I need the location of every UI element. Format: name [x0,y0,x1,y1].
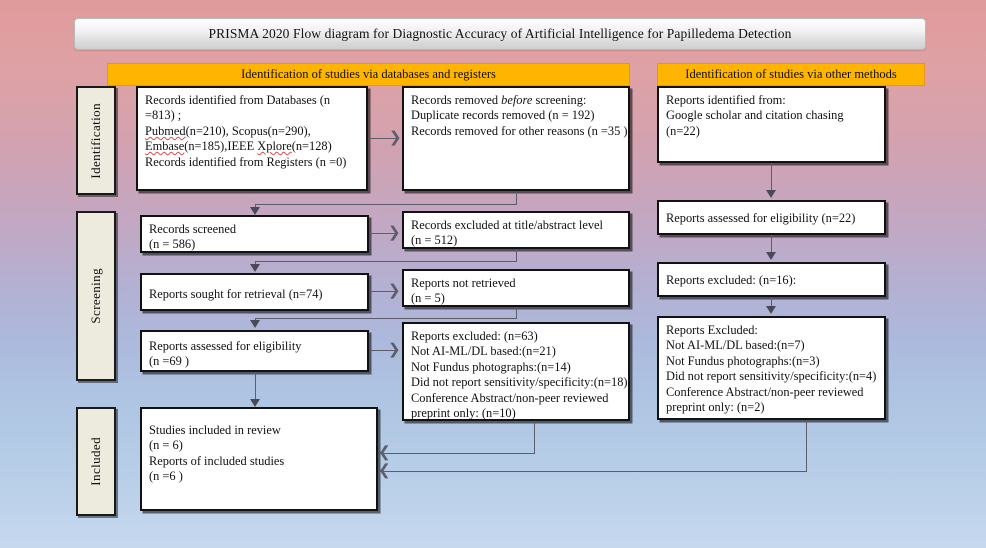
connector-exclbig-down [806,420,808,471]
section-header-databases: Identification of studies via databases … [107,63,630,86]
db-xplore-term: Xplore [257,139,292,154]
excl63-line-4: Did not report sensitivity/specificity:(… [411,375,628,390]
db-pubmed-term: Pubmed [145,123,186,138]
notretr-line-2: (n = 5) [411,291,445,306]
arrowhead-into-excl16 [766,252,776,260]
assessed-line-2: (n =69 ) [149,354,190,369]
connector-sought-to-notretr [370,291,396,293]
db-line-3: Pubmed(n=210), Scopus(n=290), [145,124,359,139]
included-line-4: (n =6 ) [149,469,183,484]
arrowhead-into-exclbig [766,306,776,314]
arrowhead-into-sought-retrieval [250,264,260,272]
stage-label-screening: Screening [76,211,116,381]
removed-line-1-emph: before [501,93,533,107]
othersrc-line-3: (n=22) [666,123,700,138]
notretr-line-1: Reports not retrieved [411,276,516,290]
connector-notretr-left [255,318,517,320]
connector-removed-left [255,204,517,206]
excl63-line-2: Not AI-ML/DL based:(n=21) [411,344,556,359]
arrowhead-into-elig22 [766,190,776,198]
connector-excl63-down [534,421,536,453]
connector-screened-to-excl-ta [370,233,396,235]
connector-excl63-left [380,453,535,455]
box-reports-assessed-eligibility: Reports assessed for eligibility (n =69 … [140,330,369,372]
box-reports-sought-retrieval: Reports sought for retrieval (n=74) [140,273,369,311]
connector-exclbig-left [380,471,807,473]
box-records-removed-before-screening: Records removed before screening: Duplic… [402,86,630,191]
db-line-4-mid: (n=185),IEEE [184,139,258,154]
box-reports-not-retrieved: Reports not retrieved (n = 5) [402,269,630,307]
sought-line-1: Reports sought for retrieval (n=74) [149,287,323,301]
db-embase-term: Embase [145,139,185,154]
db-line-1: Records identified from Databases (n [145,93,331,107]
db-line-5: Records identified from Registers (n =0) [145,154,347,169]
db-line-3-rest: (n=210), Scopus(n=290), [185,123,311,138]
screened-line-2: (n = 586) [149,237,196,252]
exclbig-line-6: preprint only: (n=2) [666,400,765,415]
connector-exclta-down [516,249,518,262]
stage-label-included-text: Included [88,437,103,486]
arrowhead-into-studies-included [250,399,260,407]
excl-ta-line-1: Records excluded at title/abstract level [411,218,603,232]
removed-line-1-pre: Records removed [411,93,502,107]
diagram-title: PRISMA 2020 Flow diagram for Diagnostic … [74,18,926,50]
othersrc-line-1: Reports identified from: [666,93,786,107]
exclbig-line-1: Reports Excluded: [666,323,758,337]
stage-label-identification-text: Identification [88,102,103,179]
db-line-4: Embase(n=185),IEEE Xplore(n=128) [145,139,359,154]
arrowhead-into-records-screened [250,207,260,215]
excl63-line-6: preprint only: (n=10) [411,406,516,421]
exclbig-line-2: Not AI-ML/DL based:(n=7) [666,338,805,353]
assessed-line-1: Reports assessed for eligibility [149,339,302,353]
othersrc-line-2: Google scholar and citation chasing [666,108,844,123]
box-records-screened: Records screened (n = 586) [140,215,369,253]
excl63-line-3: Not Fundus photographs:(n=14) [411,359,571,374]
elig22-line-1: Reports assessed for eligibility (n=22) [666,211,856,225]
removed-line-1: Records removed before screening: [411,93,621,108]
included-line-3: Reports of included studies [149,453,285,468]
connector-othersrc-down [771,163,773,191]
connector-notretr-down [516,307,518,319]
connector-assessed-to-excl63 [370,350,396,352]
connector-excl16-down [771,297,773,309]
connector-assessed-down [255,372,257,402]
connector-exclta-left [255,261,517,263]
stage-label-identification: Identification [76,86,116,195]
excl16-line-1: Reports excluded: (n=16): [666,273,797,287]
box-records-excluded-title-abstract: Records excluded at title/abstract level… [402,211,630,249]
connector-db-to-removed [369,138,397,140]
box-reports-excluded-16: Reports excluded: (n=16): [657,262,886,297]
box-reports-assessed-eligibility-other: Reports assessed for eligibility (n=22) [657,200,886,235]
section-header-other-methods: Identification of studies via other meth… [657,63,925,86]
exclbig-line-3: Not Fundus photographs:(n=3) [666,353,820,368]
connector-exclta-to-sought-stub [255,261,257,266]
included-line-2: (n = 6) [149,438,183,453]
connector-elig22-down [771,235,773,254]
excl-ta-line-2: (n = 512) [411,233,458,248]
db-line-2: =813) ; [145,108,182,123]
removed-line-2: Duplicate records removed (n = 192) [411,108,595,123]
removed-line-3: Records removed for other reasons (n =35… [411,123,628,138]
box-reports-excluded-breakdown-other: Reports Excluded: Not AI-ML/DL based:(n=… [657,316,886,420]
excl63-line-1: Reports excluded: (n=63) [411,329,538,343]
arrowhead-into-assessed-eligibility [250,320,260,328]
included-line-1: Studies included in review [149,423,281,437]
db-line-4-end: (n=128) [291,139,332,154]
stage-label-included: Included [76,407,116,516]
exclbig-line-5: Conference Abstract/non-peer reviewed [666,384,864,399]
exclbig-line-4: Did not report sensitivity/specificity:(… [666,369,877,384]
connector-removed-down [516,191,518,205]
stage-label-screening-text: Screening [88,268,103,324]
box-records-identified-databases: Records identified from Databases (n =81… [136,86,368,191]
screened-line-1: Records screened [149,222,237,236]
box-studies-included-in-review: Studies included in review (n = 6) Repor… [140,407,378,511]
box-reports-identified-other-sources: Reports identified from: Google scholar … [657,86,886,163]
removed-line-1-post: screening: [532,93,587,107]
box-reports-excluded-63: Reports excluded: (n=63) Not AI-ML/DL ba… [402,322,630,421]
excl63-line-5: Conference Abstract/non-peer reviewed [411,390,609,405]
